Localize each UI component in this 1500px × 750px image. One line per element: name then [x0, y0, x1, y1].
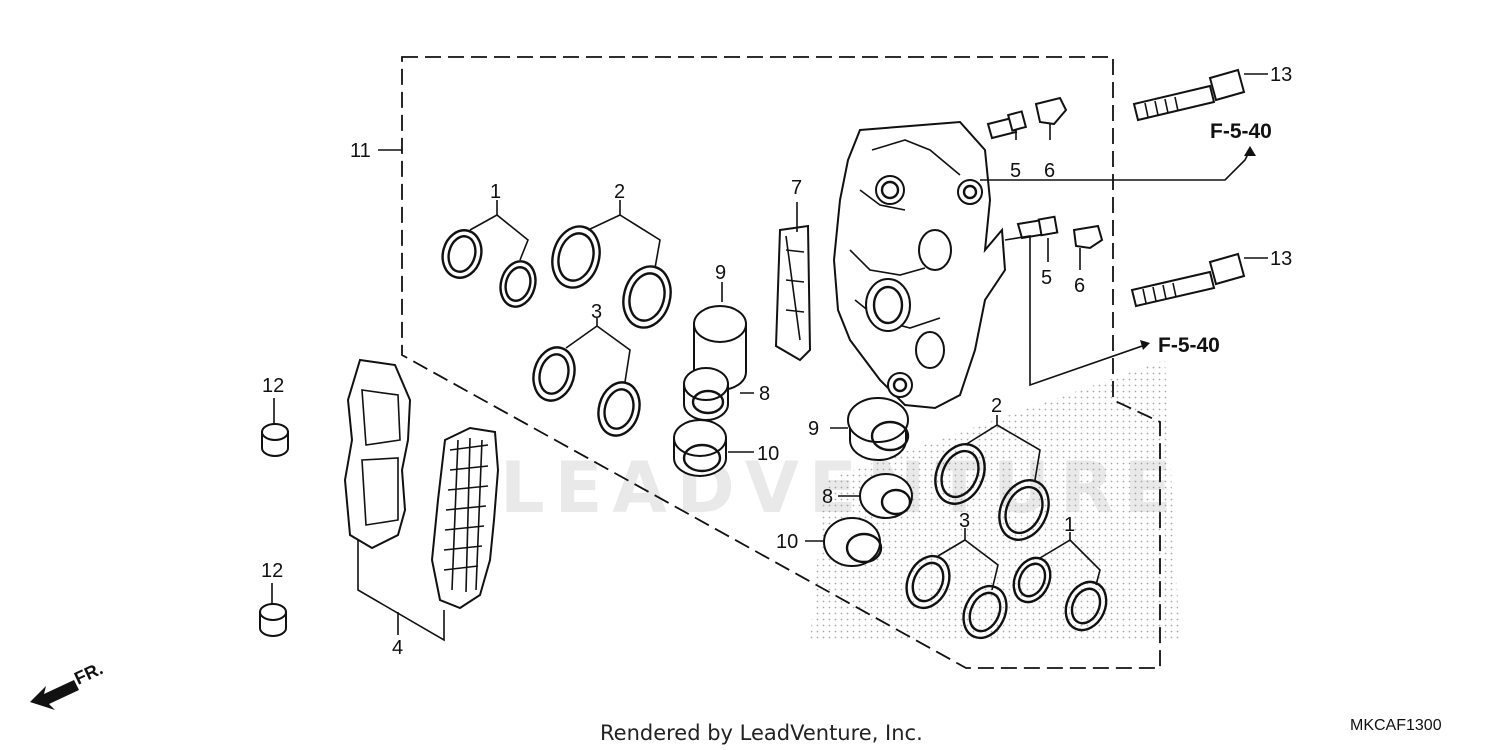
assembly-outline	[401, 56, 1161, 669]
front-arrow-icon	[30, 680, 79, 710]
seal-3-right[interactable]	[898, 549, 1014, 645]
reference-arrow-upper	[1244, 146, 1256, 156]
seal-3-left[interactable]	[528, 343, 646, 441]
callout-9-right: 9	[808, 418, 819, 440]
seal-2-right[interactable]	[926, 436, 1058, 548]
caliper-bolt-lower[interactable]	[1130, 252, 1246, 308]
footer-credit: Rendered by LeadVenture, Inc.	[600, 721, 923, 745]
callout-2-left: 2	[614, 181, 625, 203]
piston-10-right[interactable]	[823, 517, 883, 567]
callout-1-right: 1	[1064, 514, 1075, 536]
front-label: FR.	[71, 658, 106, 688]
bleeder-screw-upper[interactable]	[986, 110, 1028, 140]
callout-5-lower: 5	[1041, 267, 1052, 289]
piston-8-left[interactable]	[683, 367, 729, 421]
callout-3-left: 3	[591, 301, 602, 323]
callout-8-left: 8	[759, 383, 770, 405]
callout-10-left: 10	[757, 443, 779, 465]
bleeder-cap-lower[interactable]	[1072, 224, 1104, 250]
bleeder-cap-upper[interactable]	[1034, 96, 1068, 126]
piston-8-right[interactable]	[859, 473, 913, 519]
callout-8-right: 8	[822, 486, 833, 508]
callout-6-upper: 6	[1044, 160, 1055, 182]
brake-pad-front[interactable]	[343, 358, 412, 550]
collar-upper[interactable]	[261, 423, 289, 457]
callout-12-lower: 12	[261, 560, 283, 582]
reference-label-lower[interactable]: F-5-40	[1158, 334, 1220, 357]
callout-1-left: 1	[490, 181, 501, 203]
callout-13-lower: 13	[1270, 248, 1292, 270]
callout-2-right: 2	[991, 395, 1002, 417]
piston-10-left[interactable]	[673, 419, 727, 477]
pad-spring[interactable]	[774, 224, 812, 362]
caliper-bolt-upper[interactable]	[1132, 68, 1246, 122]
collar-lower[interactable]	[259, 603, 287, 637]
callout-12-upper: 12	[262, 375, 284, 397]
callout-5-upper: 5	[1010, 160, 1021, 182]
reference-arrow-lower	[1140, 340, 1150, 350]
callout-3-right: 3	[959, 510, 970, 532]
brake-pad-rear[interactable]	[430, 426, 500, 610]
leader-lines	[271, 73, 1268, 642]
piston-9-right[interactable]	[847, 397, 910, 461]
reference-label-upper[interactable]: F-5-40	[1210, 120, 1272, 143]
callout-10-right: 10	[776, 531, 798, 553]
callout-6-lower: 6	[1074, 275, 1085, 297]
front-direction-marker: FR.	[30, 658, 106, 710]
callout-4: 4	[392, 637, 403, 659]
shaded-zone	[810, 360, 1180, 640]
callout-7: 7	[791, 177, 802, 199]
callout-13-upper: 13	[1270, 64, 1292, 86]
callout-9-left: 9	[715, 262, 726, 284]
seal-1-right[interactable]	[1007, 552, 1114, 637]
seal-1-left[interactable]	[437, 226, 540, 311]
caliper-body[interactable]	[832, 120, 1007, 410]
bleeder-screw-lower[interactable]	[1016, 215, 1059, 240]
callout-11: 11	[350, 140, 371, 162]
diagram-code: MKCAF1300	[1350, 717, 1442, 734]
